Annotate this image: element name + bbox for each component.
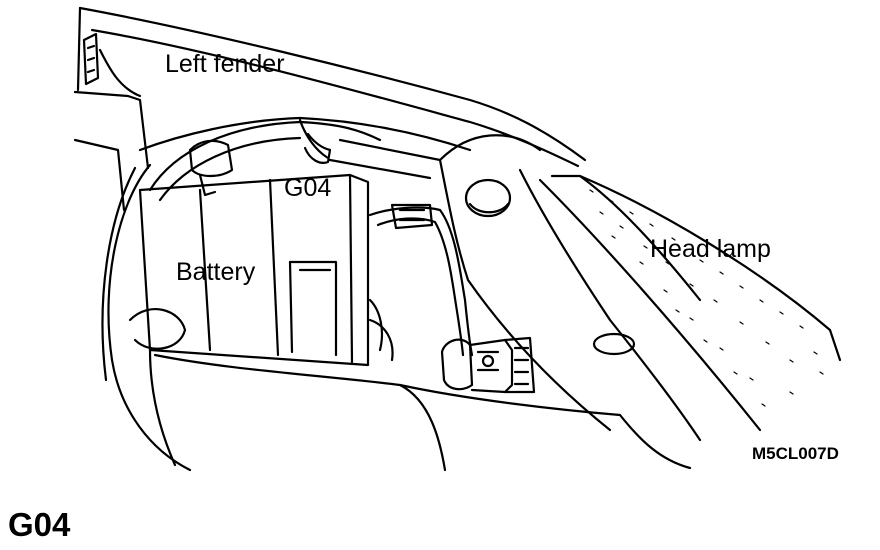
engine-bay-illustration: Left fender G04 Battery Head lamp M5CL00… — [73, 6, 842, 472]
inner-fender — [73, 90, 472, 472]
reservoir-cap — [464, 178, 512, 218]
label-battery: Battery — [176, 258, 256, 286]
head-lamp-housing — [538, 174, 842, 432]
battery-body — [138, 173, 370, 367]
left-fender-panel — [76, 6, 587, 168]
label-left-fender: Left fender — [165, 50, 285, 78]
head-lamp-texture — [589, 189, 824, 407]
ground-cable — [298, 118, 474, 357]
label-head-lamp: Head lamp — [650, 235, 771, 263]
figure-caption: G04 — [8, 506, 71, 543]
lower-components — [128, 298, 692, 472]
battery-bracket — [148, 120, 382, 202]
terminal-connector — [440, 336, 536, 394]
label-ground-point: G04 — [284, 174, 332, 202]
core-support — [328, 134, 702, 442]
figure-code: M5CL007D — [752, 444, 839, 463]
